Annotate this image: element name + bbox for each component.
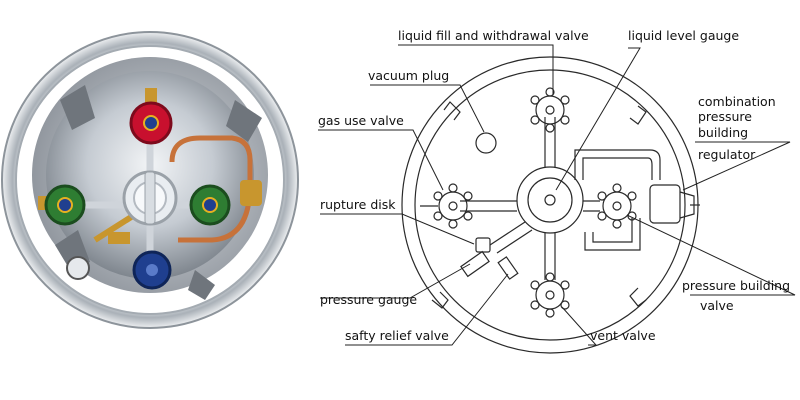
label-combination-2: pressure: [698, 109, 752, 124]
bottom-valve-wheel: [530, 272, 570, 318]
label-liquid-level: liquid level gauge: [628, 28, 739, 43]
top-valve-wheel: [530, 87, 570, 133]
label-safety-relief: safty relief valve: [345, 328, 449, 343]
valve-schematic: [401, 56, 700, 354]
label-gas-use: gas use valve: [318, 113, 404, 128]
cylinder-photo: [1, 31, 299, 329]
label-combination-4: regulator: [698, 147, 756, 162]
blue-handwheel: [132, 250, 172, 290]
label-combination-3: building: [698, 125, 748, 140]
label-pb-valve-2: valve: [700, 298, 734, 313]
label-pressure-gauge: pressure gauge: [320, 292, 417, 307]
leader-lines: [318, 44, 796, 346]
label-pb-valve-1: pressure building: [682, 278, 790, 293]
vacuum-plug-shape: [475, 132, 497, 154]
label-combination-1: combination: [698, 94, 776, 109]
right-valve-wheel: [597, 183, 637, 229]
green-handwheel-right: [189, 184, 231, 226]
green-handwheel-left: [44, 184, 86, 226]
red-handwheel: [129, 101, 173, 145]
left-valve-wheel: [433, 183, 473, 229]
label-vacuum-plug: vacuum plug: [368, 68, 449, 83]
label-liquid-fill: liquid fill and withdrawal valve: [398, 28, 589, 43]
label-rupture-disk: rupture disk: [320, 197, 396, 212]
labels: liquid fill and withdrawal valve liquid …: [318, 28, 790, 343]
label-vent-valve: vent valve: [590, 328, 656, 343]
